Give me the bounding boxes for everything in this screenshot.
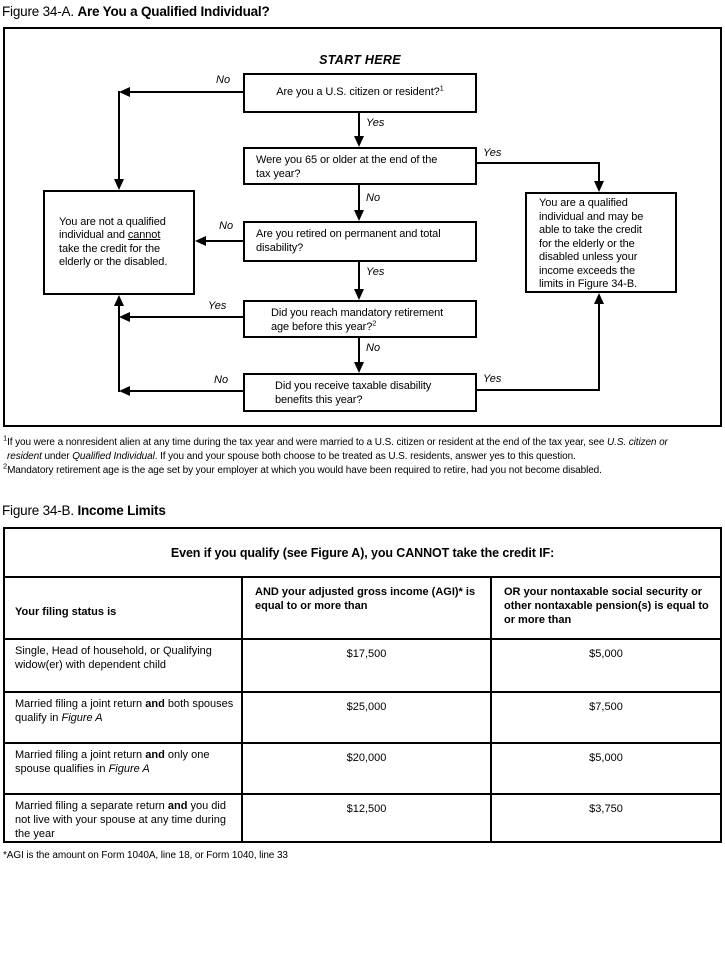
branch-label-yes: Yes — [366, 117, 385, 129]
flow-box-retirement: Did you reach mandatory retirement age b… — [243, 300, 477, 338]
flow-box-benefits: Did you receive taxable disability benef… — [243, 373, 477, 412]
arrowhead-down-icon — [114, 179, 124, 190]
filing-status-cell: Married filing a separate return and you… — [15, 800, 226, 841]
branch-label-no: No — [216, 74, 231, 86]
flow-box-citizen-text: Are you a U.S. citizen or resident?1 — [276, 83, 444, 99]
agi-amount: $20,000 — [241, 743, 490, 794]
figure-b-title-bold: Income Limits — [77, 503, 166, 518]
agi-amount: $17,500 — [241, 640, 490, 691]
footnote-1-line-1: 1If you were a nonresident alien at any … — [3, 433, 668, 448]
footnote-2: 2Mandatory retirement age is the age set… — [3, 461, 602, 476]
header-filing-status: Your filing status is — [15, 606, 117, 619]
footnote-ref-1: 1 — [439, 83, 444, 93]
arrowhead-left-icon — [119, 312, 130, 322]
connector-line — [598, 304, 600, 389]
branch-label-no: No — [219, 220, 234, 232]
branch-label-no: No — [366, 342, 381, 354]
connector-line — [477, 162, 600, 164]
arrowhead-down-icon — [354, 210, 364, 221]
arrowhead-up-icon — [114, 295, 124, 306]
arrowhead-down-icon — [594, 181, 604, 192]
figure-a-footnotes: 1If you were a nonresident alien at any … — [3, 433, 722, 478]
figure-a-label: Figure 34-A. — [2, 4, 74, 19]
footnote-1-line-2: resident under Qualified Individual. If … — [7, 451, 576, 462]
table-row: Married filing a joint return and both s… — [5, 690, 720, 742]
footnote-ref-2: 2 — [372, 317, 377, 327]
flow-box-age65: Were you 65 or older at the end of the t… — [243, 147, 477, 185]
branch-label-no: No — [366, 192, 381, 204]
connector-line — [477, 389, 600, 391]
table-row: Married filing a joint return and only o… — [5, 741, 720, 794]
arrowhead-left-icon — [119, 386, 130, 396]
header-pension: OR your nontaxable social security or ot… — [490, 578, 720, 639]
flow-box-citizen: Are you a U.S. citizen or resident?1 — [243, 73, 477, 113]
table-header-row: Your filing status is AND your adjusted … — [5, 576, 720, 639]
table-banner-row: Even if you qualify (see Figure A), you … — [5, 529, 720, 576]
pension-amount: $5,000 — [490, 640, 720, 691]
agi-footnote: *AGI is the amount on Form 1040A, line 1… — [3, 850, 288, 861]
pension-amount: $5,000 — [490, 743, 720, 794]
header-agi: AND your adjusted gross income (AGI)* is… — [241, 578, 490, 639]
figure-b-label: Figure 34-B. — [2, 503, 74, 518]
figure-a-title: Figure 34-A. Are You a Qualified Individ… — [2, 4, 270, 19]
underlined-cannot: cannot — [127, 229, 161, 241]
arrowhead-left-icon — [119, 87, 130, 97]
table-banner-text: Even if you qualify (see Figure A), you … — [170, 545, 555, 560]
connector-line — [358, 262, 360, 290]
pension-amount: $7,500 — [490, 692, 720, 742]
connector-line — [130, 390, 243, 392]
connector-line — [598, 162, 600, 182]
flow-box-disability: Are you retired on permanent and total d… — [243, 221, 477, 262]
connector-line — [118, 305, 120, 392]
figure-a-title-bold: Are You a Qualified Individual? — [77, 4, 270, 19]
pension-amount: $3,750 — [490, 795, 720, 842]
flowchart-frame — [3, 27, 722, 427]
table-row: Single, Head of household, or Qualifying… — [5, 638, 720, 691]
connector-line — [206, 240, 243, 242]
flow-box-qualified: You are a qualified individual and may b… — [525, 192, 677, 293]
income-limits-table: Even if you qualify (see Figure A), you … — [3, 527, 722, 843]
filing-status-cell: Single, Head of household, or Qualifying… — [15, 645, 212, 672]
arrowhead-down-icon — [354, 362, 364, 373]
flow-box-not-qualified: You are not a qualified individual and c… — [43, 190, 195, 295]
arrowhead-up-icon — [594, 293, 604, 304]
figure-b-title: Figure 34-B. Income Limits — [2, 503, 166, 518]
filing-status-cell: Married filing a joint return and both s… — [15, 697, 234, 724]
agi-amount: $12,500 — [241, 795, 490, 842]
connector-line — [358, 113, 360, 137]
connector-line — [130, 91, 243, 93]
arrowhead-down-icon — [354, 136, 364, 147]
start-here-heading: START HERE — [319, 53, 401, 67]
agi-amount: $25,000 — [241, 692, 490, 742]
connector-line — [358, 185, 360, 211]
filing-status-cell: Married filing a joint return and only o… — [15, 748, 210, 775]
branch-label-yes: Yes — [208, 300, 227, 312]
arrowhead-left-icon — [195, 236, 206, 246]
branch-label-yes: Yes — [483, 147, 502, 159]
connector-line — [118, 91, 120, 179]
table-row: Married filing a separate return and you… — [5, 793, 720, 842]
connector-line — [358, 338, 360, 363]
branch-label-yes: Yes — [366, 266, 385, 278]
branch-label-yes: Yes — [483, 373, 502, 385]
branch-label-no: No — [214, 374, 229, 386]
connector-line — [130, 316, 243, 318]
arrowhead-down-icon — [354, 289, 364, 300]
